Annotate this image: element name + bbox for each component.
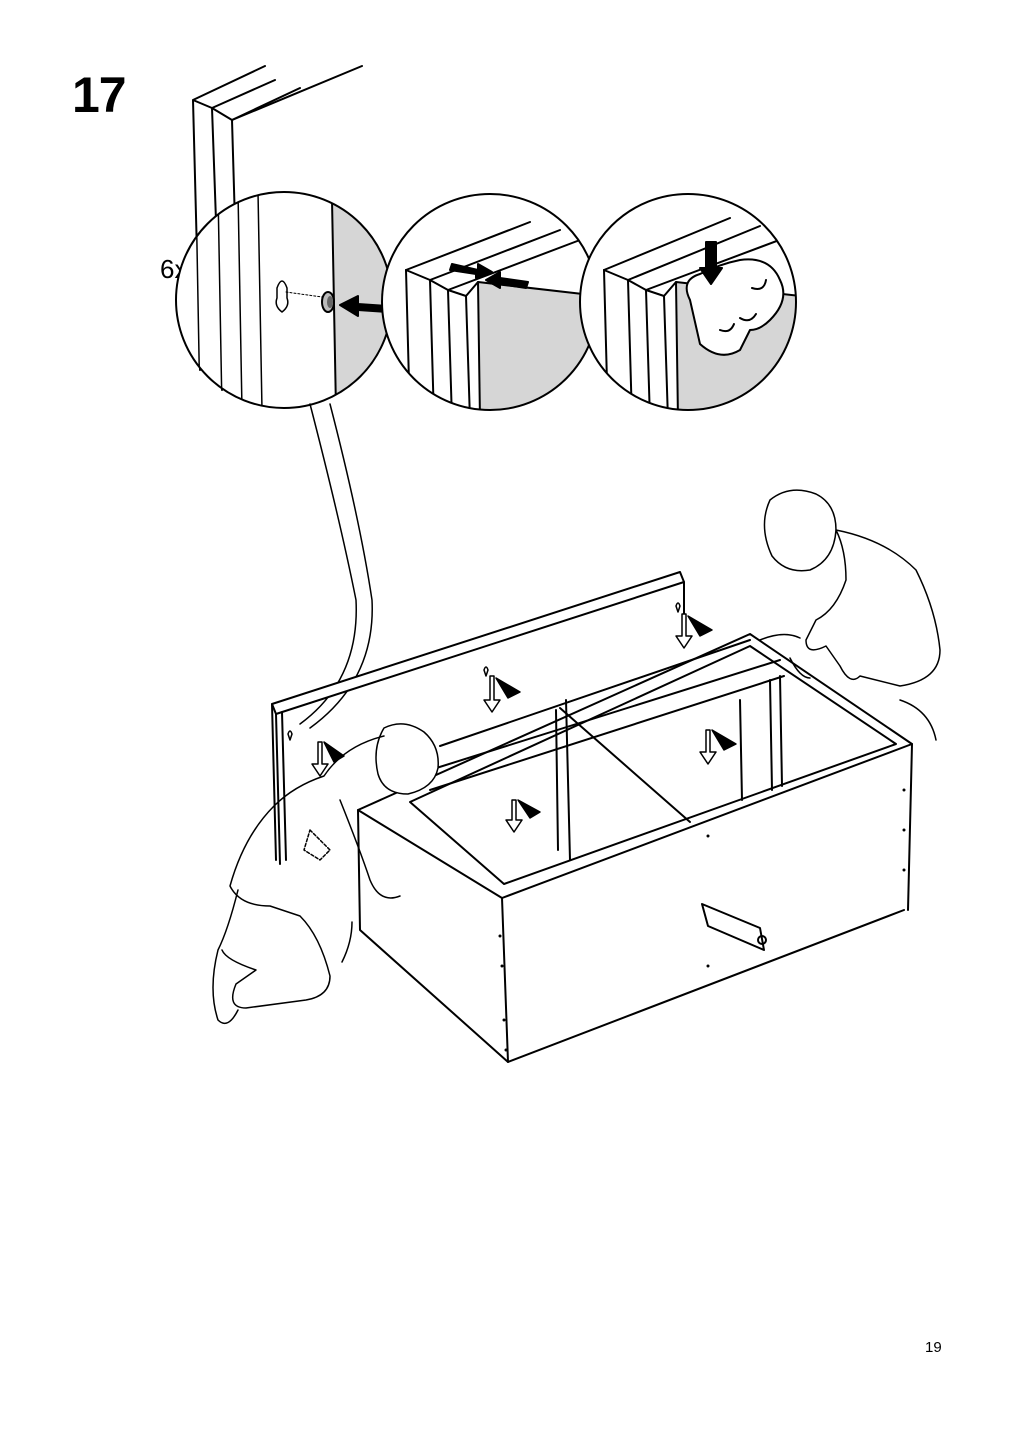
detail-circle-align xyxy=(381,193,599,411)
detail-circle-dowel xyxy=(175,191,393,409)
person-standing xyxy=(759,489,941,741)
page-number: 19 xyxy=(925,1339,942,1356)
placement-arrows xyxy=(311,613,737,833)
cabinet-frame xyxy=(357,633,913,1063)
person-kneeling xyxy=(212,723,439,1025)
step-number: 17 xyxy=(72,67,127,123)
detail-circle-press xyxy=(579,193,797,411)
back-panel xyxy=(271,571,685,865)
